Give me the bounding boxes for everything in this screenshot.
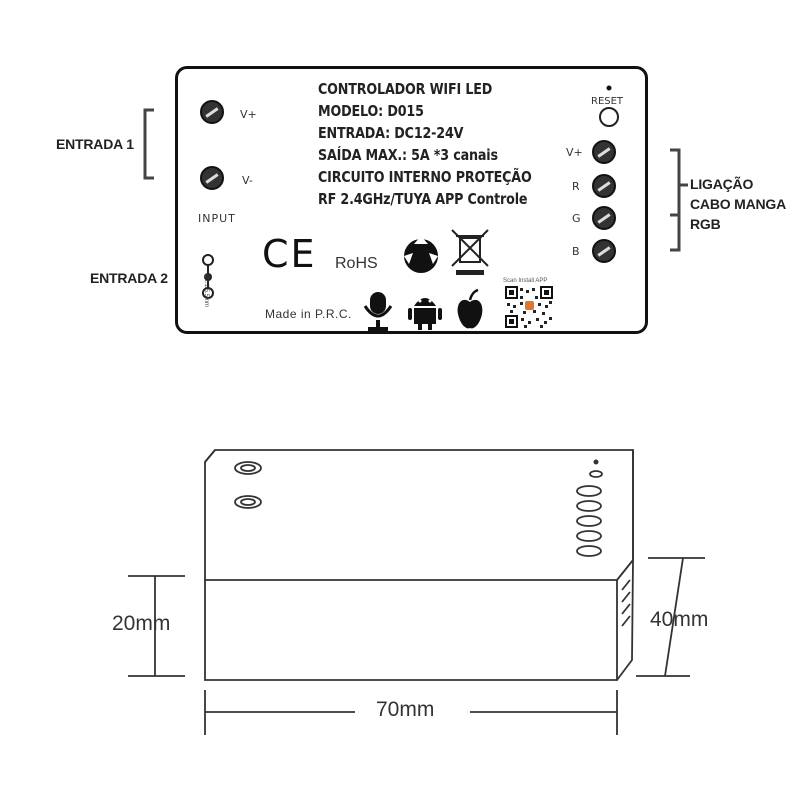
output-r-terminal [592, 174, 616, 198]
input-vminus-terminal [200, 166, 224, 190]
spec-line-3: ENTRADA: DC12-24V [318, 124, 464, 142]
output-b-terminal [592, 239, 616, 263]
ligacao-label-3: RGB [690, 216, 721, 232]
output-g-terminal [592, 206, 616, 230]
spec-line-6: RF 2.4GHz/TUYA APP Controle [318, 190, 528, 208]
output-g-label: G [572, 212, 581, 225]
width-dimension-label: 70mm [376, 698, 435, 721]
spec-line-5: CIRCUITO INTERNO PROTEÇÃO [318, 168, 532, 186]
entrada2-label: ENTRADA 2 [90, 270, 168, 286]
reset-label: RESET [591, 96, 624, 107]
made-in-label: Made in P.R.C. [265, 307, 352, 321]
input-label: INPUT [198, 212, 236, 225]
spec-line-4: SAÍDA MAX.: 5A *3 canais [318, 146, 498, 164]
input-vplus-label: V+ [240, 108, 257, 121]
output-vplus-terminal [592, 140, 616, 164]
depth-dimension-label: 40mm [650, 608, 709, 631]
ligacao-label-1: LIGAÇÃO [690, 176, 754, 192]
ce-mark: CE [262, 232, 317, 276]
input-vplus-terminal [200, 100, 224, 124]
scan-label: Scan Install APP [503, 278, 548, 284]
spec-line-2: MODELO: D015 [318, 102, 424, 120]
rohs-mark: RoHS [335, 255, 378, 272]
output-b-label: B [572, 245, 580, 258]
spec-line-1: CONTROLADOR WIFI LED [318, 80, 493, 98]
entrada1-label: ENTRADA 1 [56, 136, 134, 152]
input-vminus-label: V- [242, 174, 253, 187]
output-r-label: R [572, 180, 580, 193]
output-vplus-label: V+ [566, 146, 583, 159]
ligacao-label-2: CABO MANGA [690, 196, 786, 212]
height-dimension-label: 20mm [112, 612, 171, 635]
label-panel [175, 66, 648, 334]
